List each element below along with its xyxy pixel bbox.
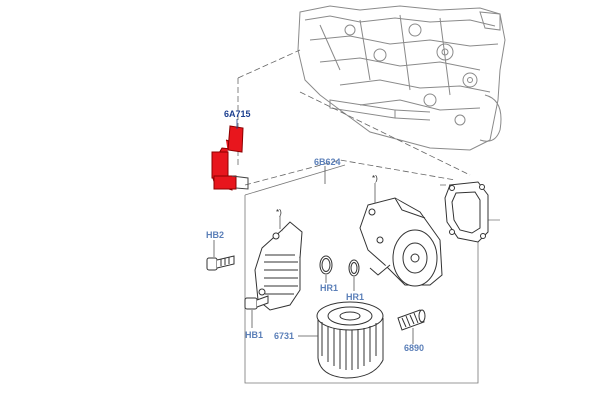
stud-6890[interactable] bbox=[397, 309, 426, 331]
locator-lines bbox=[237, 49, 471, 186]
label-hr1-left: HR1 bbox=[320, 283, 339, 293]
filter-housing[interactable] bbox=[359, 197, 443, 287]
bolt-hb2[interactable] bbox=[206, 255, 235, 271]
oil-filter-6731[interactable] bbox=[316, 301, 384, 379]
label-6b624: 6B624 bbox=[314, 157, 341, 167]
label-hr1-right: HR1 bbox=[346, 292, 365, 302]
hose-6a715[interactable] bbox=[211, 125, 249, 191]
label-6890: 6890 bbox=[404, 343, 425, 353]
engine-block bbox=[297, 5, 506, 151]
label-hb1: HB1 bbox=[245, 330, 264, 340]
seal-hr1-right[interactable] bbox=[348, 259, 360, 277]
note-housing: *) bbox=[372, 174, 378, 183]
label-6731: 6731 bbox=[274, 331, 295, 341]
oil-cooler-6b624[interactable] bbox=[254, 221, 303, 311]
label-hb2: HB2 bbox=[206, 230, 225, 240]
note-cooler: *) bbox=[276, 208, 282, 217]
bolt-hb1[interactable] bbox=[244, 295, 269, 310]
label-6a715: 6A715 bbox=[224, 109, 251, 119]
gasket[interactable] bbox=[444, 181, 489, 243]
seal-hr1-left[interactable] bbox=[319, 255, 333, 275]
